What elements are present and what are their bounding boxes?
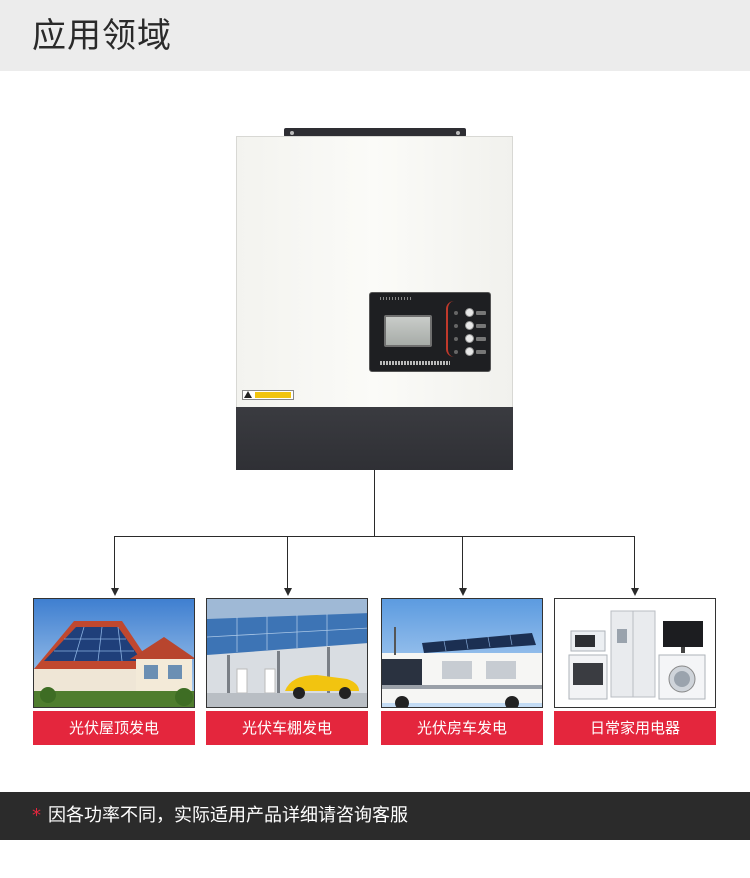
connector-branch	[114, 536, 635, 537]
arrow-down-icon	[631, 588, 639, 596]
application-card-carport: 光伏车棚发电	[206, 598, 368, 747]
inverter-base	[236, 407, 513, 470]
panel-caption	[380, 361, 450, 365]
section-title: 应用领域	[32, 16, 172, 56]
application-label: 光伏房车发电	[381, 711, 543, 745]
connector-drop-1	[114, 536, 115, 588]
lcd-screen	[384, 315, 432, 347]
warning-icon	[244, 391, 252, 398]
asterisk-marker: *	[32, 805, 41, 826]
connector-trunk	[374, 470, 375, 536]
inverter-product-image	[236, 128, 513, 470]
rooftop-solar-photo	[33, 598, 195, 708]
footer-note: * 因各功率不同，实际适用产品详细请咨询客服	[0, 792, 750, 840]
application-label: 日常家用电器	[554, 711, 716, 745]
connector-drop-2	[287, 536, 288, 588]
solar-carport-photo	[206, 598, 368, 708]
home-appliances-photo	[554, 598, 716, 708]
application-card-appliances: 日常家用电器	[554, 598, 716, 747]
arrow-down-icon	[284, 588, 292, 596]
application-label: 光伏车棚发电	[206, 711, 368, 745]
arrow-down-icon	[459, 588, 467, 596]
application-card-rooftop: 光伏屋顶发电	[33, 598, 195, 747]
connector-drop-4	[634, 536, 635, 588]
mounting-bracket	[284, 128, 466, 137]
footer-note-text: 因各功率不同，实际适用产品详细请咨询客服	[48, 805, 408, 826]
application-label: 光伏屋顶发电	[33, 711, 195, 745]
application-card-rv: 光伏房车发电	[381, 598, 543, 747]
connector-drop-3	[462, 536, 463, 588]
caution-sticker	[242, 390, 294, 400]
arrow-down-icon	[111, 588, 119, 596]
section-header: 应用领域	[0, 0, 750, 71]
control-panel	[369, 292, 491, 372]
rv-solar-photo	[381, 598, 543, 708]
